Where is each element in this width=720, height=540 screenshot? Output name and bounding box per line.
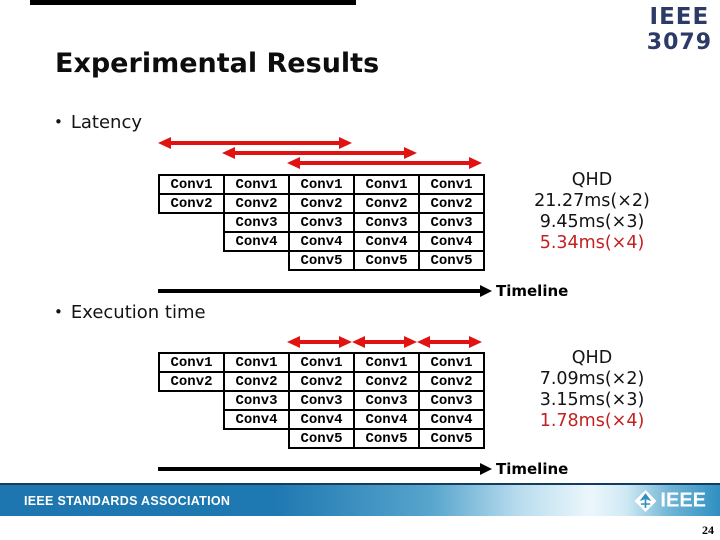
results-heading: QHD <box>571 348 613 368</box>
footer-band: IEEE STANDARDS ASSOCIATION IEEE <box>0 483 720 516</box>
latency-timeline-arrow <box>158 285 492 297</box>
ieee-diamond-icon <box>634 489 657 512</box>
ieee-footer-logo: IEEE <box>634 489 706 512</box>
table-cell: Conv5 <box>353 428 420 449</box>
table-cell: Conv2 <box>418 193 485 214</box>
bullet-dot: • <box>54 113 63 131</box>
table-cell: Conv3 <box>223 390 290 411</box>
table-cell: Conv2 <box>288 371 355 392</box>
table-cell: Conv2 <box>158 371 225 392</box>
results-value-highlight: 5.34ms(×4) <box>539 233 645 253</box>
table-cell: Conv4 <box>353 231 420 252</box>
bullet-latency: • Latency <box>54 112 142 133</box>
table-cell: Conv3 <box>288 212 355 233</box>
table-cell: Conv5 <box>353 250 420 271</box>
page-title: Experimental Results <box>55 48 380 79</box>
latency-span-arrow-2 <box>222 147 417 159</box>
execution-timeline-arrow <box>158 463 492 475</box>
ieee-3079-logo: IEEE 3079 <box>646 4 712 56</box>
footer-brand-text: IEEE STANDARDS ASSOCIATION <box>24 493 231 508</box>
latency-span-arrow-3 <box>287 157 482 169</box>
table-cell: Conv4 <box>223 409 290 430</box>
table-cell: Conv2 <box>353 371 420 392</box>
table-cell: Conv2 <box>223 193 290 214</box>
table-cell: Conv4 <box>223 231 290 252</box>
table-cell: Conv3 <box>353 212 420 233</box>
ieee-3079-logo-line1: IEEE <box>649 4 710 30</box>
table-cell: Conv4 <box>288 231 355 252</box>
results-value: 21.27ms(×2) <box>534 191 650 211</box>
results-value: 3.15ms(×3) <box>539 390 645 410</box>
execution-span-arrow-2 <box>352 336 417 348</box>
table-cell: Conv2 <box>353 193 420 214</box>
table-cell: Conv1 <box>158 174 225 195</box>
table-cell: Conv1 <box>223 352 290 373</box>
table-cell: Conv1 <box>158 352 225 373</box>
table-cell: Conv2 <box>223 371 290 392</box>
top-accent-bar <box>30 0 356 5</box>
latency-results: QHD 21.27ms(×2) 9.45ms(×3) 5.34ms(×4) <box>517 170 667 254</box>
table-cell: Conv1 <box>418 352 485 373</box>
latency-timeline-label: Timeline <box>496 282 569 300</box>
table-cell: Conv1 <box>288 174 355 195</box>
table-cell: Conv1 <box>353 352 420 373</box>
table-cell: Conv3 <box>353 390 420 411</box>
table-cell: Conv5 <box>418 250 485 271</box>
results-value: 7.09ms(×2) <box>539 369 645 389</box>
table-cell: Conv1 <box>223 174 290 195</box>
bullet-latency-label: Latency <box>70 112 143 133</box>
table-cell: Conv4 <box>353 409 420 430</box>
table-cell: Conv2 <box>418 371 485 392</box>
latency-span-arrow-1 <box>158 137 352 149</box>
execution-span-arrow-1 <box>287 336 352 348</box>
execution-results: QHD 7.09ms(×2) 3.15ms(×3) 1.78ms(×4) <box>517 348 667 432</box>
table-cell: Conv2 <box>158 193 225 214</box>
results-value-highlight: 1.78ms(×4) <box>539 411 645 431</box>
table-cell: Conv1 <box>288 352 355 373</box>
table-cell: Conv5 <box>418 428 485 449</box>
bullet-execution-time: • Execution time <box>54 302 206 323</box>
bullet-dot: • <box>54 303 63 321</box>
table-cell: Conv1 <box>353 174 420 195</box>
bullet-execution-time-label: Execution time <box>70 302 206 323</box>
ieee-footer-logo-text: IEEE <box>660 489 706 511</box>
table-cell: Conv4 <box>418 409 485 430</box>
table-cell: Conv2 <box>288 193 355 214</box>
table-cell: Conv3 <box>418 212 485 233</box>
table-cell: Conv3 <box>288 390 355 411</box>
table-cell: Conv1 <box>418 174 485 195</box>
results-heading: QHD <box>571 170 613 190</box>
execution-timeline-label: Timeline <box>496 460 569 478</box>
ieee-3079-logo-line2: 3079 <box>646 30 712 55</box>
table-cell: Conv4 <box>288 409 355 430</box>
results-value: 9.45ms(×3) <box>539 212 645 232</box>
table-cell: Conv4 <box>418 231 485 252</box>
table-cell: Conv3 <box>223 212 290 233</box>
execution-span-arrow-3 <box>417 336 482 348</box>
table-cell: Conv5 <box>288 428 355 449</box>
table-cell: Conv3 <box>418 390 485 411</box>
page-number: 24 <box>702 523 714 537</box>
table-cell: Conv5 <box>288 250 355 271</box>
